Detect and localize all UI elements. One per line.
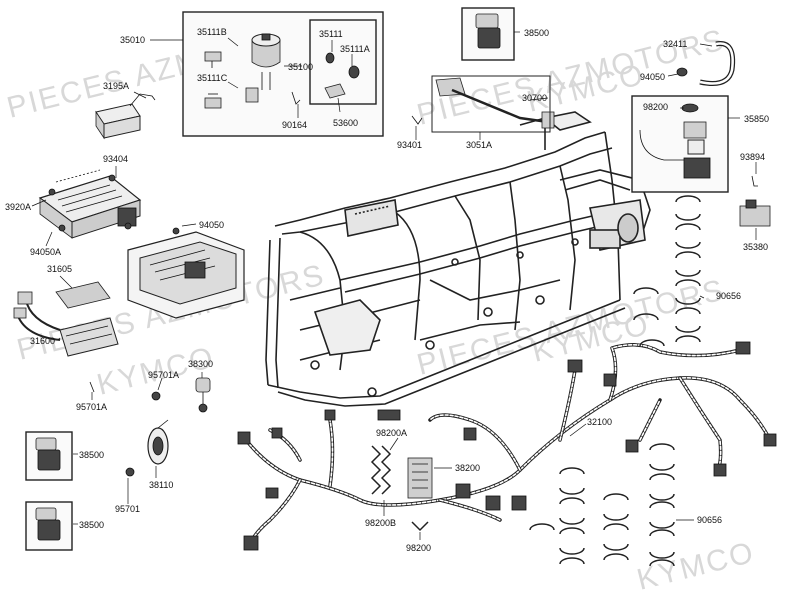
battery-tray	[127, 227, 245, 319]
cable-clips-90656-upper	[633, 195, 701, 347]
label-38500-top: 38500	[524, 28, 549, 38]
label-32100: 32100	[587, 417, 612, 427]
ecu-module	[38, 169, 142, 239]
cable-clips-90656-lower	[529, 443, 675, 567]
label-38300: 38300	[188, 359, 213, 369]
flasher-relay	[95, 93, 156, 140]
regulator-rectifier	[13, 291, 119, 357]
label-35111c: 35111C	[197, 73, 228, 83]
label-98200-bottom: 98200	[406, 543, 431, 553]
leader-lines	[31, 31, 757, 540]
horn	[147, 419, 169, 465]
label-93894: 93894	[740, 152, 765, 162]
label-30700: 30700	[522, 93, 547, 103]
screw-95701	[125, 467, 135, 477]
label-38500-bottom: 38500	[79, 520, 104, 530]
relay-top-box	[461, 7, 515, 61]
wire-clamp-32411	[676, 41, 736, 86]
label-35850: 35850	[744, 114, 769, 124]
label-38500-mid: 38500	[79, 450, 104, 460]
label-31600: 31600	[30, 336, 55, 346]
screw-95701a-1	[89, 381, 95, 393]
regulator-plate	[55, 281, 111, 309]
label-90164: 90164	[282, 120, 307, 130]
label-3051a: 3051A	[466, 140, 492, 150]
label-98200a: 98200A	[376, 428, 407, 438]
sensor-35380	[739, 175, 771, 227]
label-35111a: 35111A	[340, 44, 370, 54]
relay-left-box-2	[25, 501, 73, 551]
label-35010: 35010	[120, 35, 145, 45]
fuses-98200a	[370, 409, 401, 495]
svg-text:KYMCO: KYMCO	[634, 536, 758, 597]
ignition-switch	[245, 33, 281, 103]
label-38110: 38110	[149, 480, 173, 490]
wire-harness-32100	[237, 341, 777, 551]
key-2	[204, 93, 222, 109]
label-38200: 38200	[455, 463, 480, 473]
fuse-98200	[411, 521, 429, 532]
label-3920a: 3920A	[5, 202, 31, 212]
part-labels: 35010 35111B 35111C 35100 35111 35111A 5…	[5, 27, 769, 553]
starter-cable	[431, 75, 555, 133]
label-93404: 93404	[103, 154, 128, 164]
grommet	[324, 52, 360, 99]
screw-95701a-2	[151, 391, 161, 401]
label-98200-top: 98200	[643, 102, 668, 112]
label-35111: 35111	[319, 29, 343, 39]
label-90656-upper: 90656	[716, 291, 741, 301]
label-3195a: 3195A	[103, 81, 129, 91]
label-94050-mid: 94050	[199, 220, 224, 230]
label-31605: 31605	[47, 264, 72, 274]
starter-relay-box	[631, 95, 729, 193]
switch-group-box	[182, 11, 384, 137]
label-32411: 32411	[663, 39, 687, 49]
label-90656-lower: 90656	[697, 515, 722, 525]
pin-90164	[291, 91, 301, 105]
label-98200b: 98200B	[365, 518, 396, 528]
fuse-box	[407, 457, 433, 499]
relay-left-box-1	[25, 431, 73, 481]
key-1	[204, 51, 222, 68]
label-95701a-right: 95701A	[148, 370, 179, 380]
sensor-38300	[195, 377, 211, 413]
label-35100: 35100	[288, 62, 313, 72]
label-94050-top: 94050	[640, 72, 665, 82]
chassis-frame	[265, 111, 651, 407]
label-35380: 35380	[743, 242, 768, 252]
label-53600: 53600	[333, 118, 358, 128]
label-95701a-left: 95701A	[76, 402, 107, 412]
label-35111b: 35111B	[197, 27, 227, 37]
label-93401: 93401	[397, 140, 422, 150]
screw-93401	[411, 115, 423, 125]
label-95701: 95701	[115, 504, 140, 514]
label-94050a: 94050A	[30, 247, 61, 257]
